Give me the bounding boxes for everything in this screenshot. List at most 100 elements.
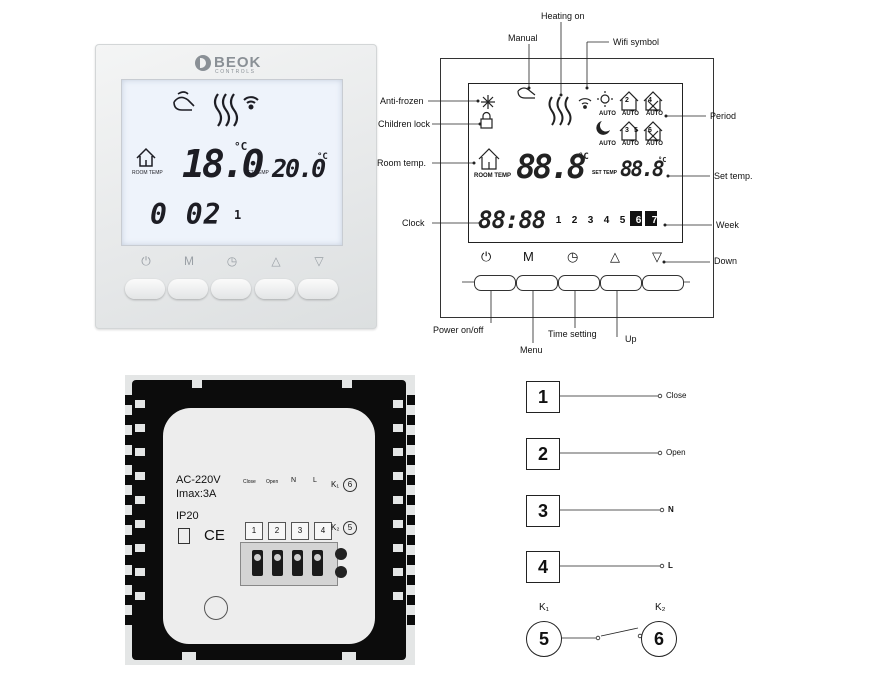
wiring-label-close: Close [666, 391, 687, 400]
down-icon: ▽ [314, 254, 324, 268]
period-number-5: 5 [634, 127, 638, 134]
terminal-label-l: L [313, 477, 317, 484]
wiring-k2-label: K₂ [655, 602, 666, 613]
double-insulation-icon [178, 528, 190, 544]
schematic-up-button[interactable] [600, 275, 642, 291]
brand-name: BEOK [214, 54, 262, 71]
k2-label: K₂ [331, 523, 340, 532]
back-panel-slots [125, 395, 415, 625]
label-up: Up [625, 334, 637, 344]
terminal-label-open: Open [266, 479, 279, 485]
label-anti-frozen: Anti-frozen [380, 96, 424, 106]
wifi-icon [243, 96, 259, 110]
schematic-down-icon: ▽ [652, 249, 662, 264]
k1-label: K₁ [331, 480, 340, 489]
week-day-7: 7 [651, 215, 658, 226]
room-temp-unit: °C [234, 140, 248, 153]
terminal-3: 3 [291, 522, 309, 540]
schematic-up-icon: △ [610, 249, 620, 264]
label-wifi-symbol: Wifi symbol [613, 37, 660, 47]
label-children-lock: Children lock [378, 119, 431, 129]
period-number-6: 6 [648, 127, 652, 134]
lcd-icons [136, 91, 259, 167]
terminal-label-close: Close [243, 479, 256, 485]
set-temp-unit: °C [317, 152, 328, 162]
terminal-4: 4 [314, 522, 332, 540]
wiring-terminal-4: 4 [526, 551, 560, 583]
schematic-menu-icon: M [523, 249, 534, 264]
screw-3[interactable] [292, 550, 303, 576]
beok-logo-icon [195, 55, 211, 71]
week-day-6: 6 [635, 215, 642, 226]
thermostat-lcd: ROOM TEMP 18.0 °C SET TEMP 20.0 °C 0 02 … [121, 79, 343, 246]
wiring-terminal-1: 1 [526, 381, 560, 413]
auto-label-3: AUTO [646, 111, 663, 117]
screw-4[interactable] [312, 550, 323, 576]
label-room-temp: Room temp. [377, 158, 427, 168]
week-day-2: 2 [571, 215, 578, 226]
voltage-rating: AC-220V [176, 474, 221, 486]
schematic-clock-icon: ◷ [567, 249, 579, 264]
period-house-icons [619, 91, 663, 142]
current-rating: Imax:3A [176, 488, 217, 500]
heating-waves-icon [548, 96, 572, 126]
power-icon: ⏻ [141, 254, 151, 268]
k-screw-2[interactable] [335, 566, 347, 578]
label-menu: Menu [520, 345, 543, 355]
set-temp-label: SET TEMP [244, 170, 269, 176]
screw-1[interactable] [252, 550, 263, 576]
label-down: Down [714, 256, 738, 266]
schematic-room-temp-unit: °C [578, 152, 589, 162]
label-set-temp: Set temp. [714, 171, 753, 181]
label-time-setting: Time setting [548, 329, 597, 339]
schematic-set-temp-tag: SET TEMP [592, 170, 618, 176]
auto-label-1: AUTO [599, 111, 616, 117]
clock-value: 0 02 [150, 198, 222, 231]
wiring-k1-label: K₁ [539, 602, 550, 613]
snowflake-icon [481, 95, 495, 109]
clock-icon: ◷ [226, 254, 238, 268]
screw-2[interactable] [272, 550, 283, 576]
sun-icon [597, 91, 613, 107]
down-button[interactable] [298, 279, 338, 299]
schematic-menu-button[interactable] [516, 275, 558, 291]
wiring-label-n: N [668, 505, 674, 514]
auto-label-6: AUTO [646, 141, 663, 147]
manual-hand-icon [173, 91, 195, 111]
wiring-label-open: Open [666, 448, 686, 457]
mount-hole [204, 596, 228, 620]
schematic-power-icon: ⏻ [481, 249, 492, 264]
up-button[interactable] [255, 279, 295, 299]
set-temp-value: 20.0 [272, 154, 326, 183]
terminal-2: 2 [268, 522, 286, 540]
heating-waves-icon [213, 93, 239, 127]
k-screw-1[interactable] [335, 548, 347, 560]
room-temp-label: ROOM TEMP [132, 170, 163, 176]
room-temp-value: 18.0 [182, 142, 264, 186]
schematic-time-button[interactable] [558, 275, 600, 291]
terminal-1: 1 [245, 522, 263, 540]
terminal-number-row: 1 2 3 4 [245, 522, 332, 540]
lock-icon [480, 111, 493, 129]
menu-button[interactable] [168, 279, 208, 299]
schematic-lcd-icons [478, 87, 663, 226]
ip-rating: IP20 [176, 510, 199, 522]
schematic-down-button[interactable] [642, 275, 684, 291]
label-clock: Clock [402, 218, 425, 228]
k1-terminal: 6 [343, 478, 357, 492]
wiring-terminal-3: 3 [526, 495, 560, 527]
schematic-frame [440, 58, 714, 318]
auto-label-4: AUTO [599, 141, 616, 147]
label-week: Week [716, 220, 739, 230]
auto-label-2: AUTO [622, 111, 639, 117]
week-day-1: 1 [555, 215, 562, 226]
wiring-label-l: L [668, 561, 673, 570]
ce-mark: CE [204, 527, 225, 544]
time-setting-button[interactable] [211, 279, 251, 299]
schematic-power-button[interactable] [474, 275, 516, 291]
power-button[interactable] [125, 279, 165, 299]
label-power: Power on/off [433, 325, 484, 335]
period-number-3: 3 [625, 127, 629, 134]
wiring-terminal-2: 2 [526, 438, 560, 470]
schematic-set-temp-unit: °C [658, 156, 667, 164]
